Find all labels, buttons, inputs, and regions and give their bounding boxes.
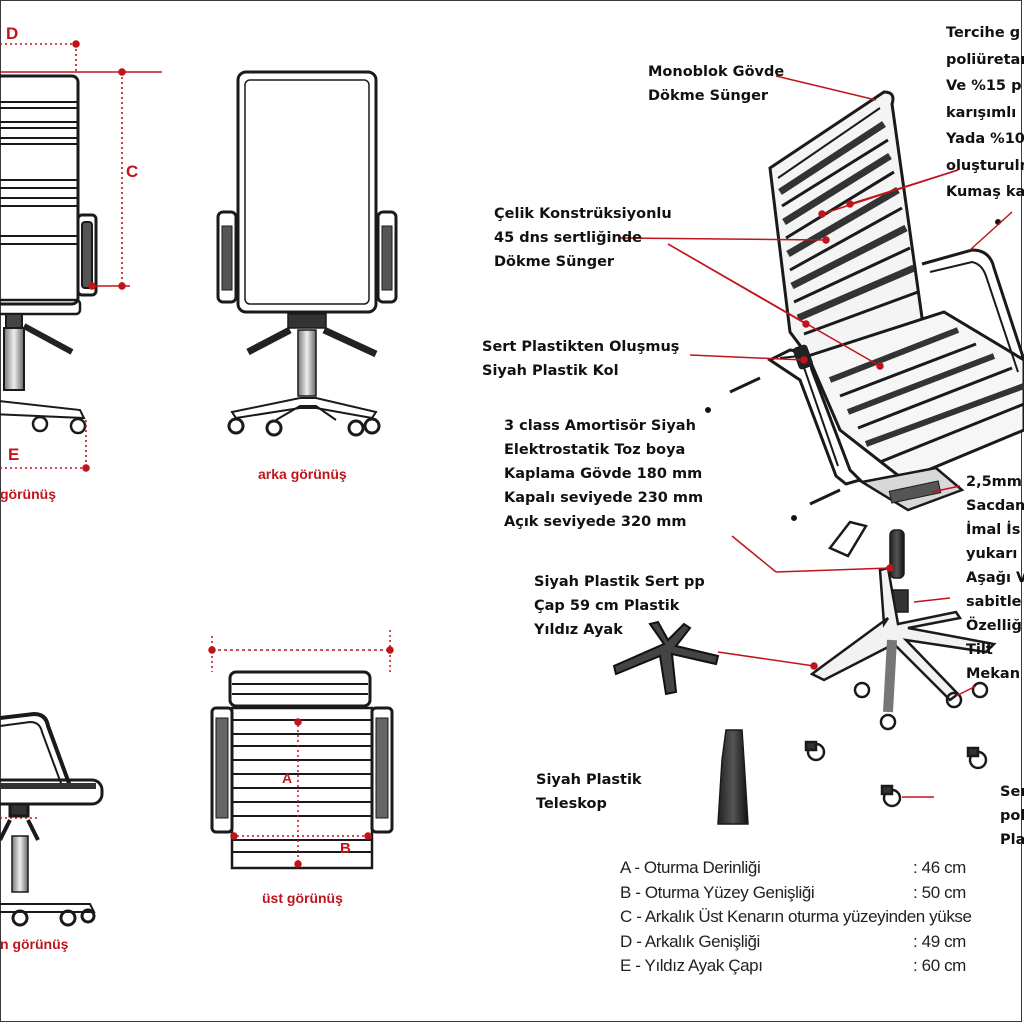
callout-line: Teleskop	[536, 796, 607, 812]
callout-line: 2,5mm	[966, 474, 1022, 490]
callout-line: yukarı	[966, 546, 1018, 562]
callout-cushion-options: Tercihe g poliüretan Ve %15 p karışımlı …	[946, 20, 1024, 206]
callout-line: Ve %15 p	[946, 78, 1022, 94]
legend-value: : 50 cm	[913, 882, 966, 902]
side-view-label: n görünüş	[0, 936, 69, 952]
callout-line: Kumaş ka	[946, 184, 1024, 200]
callout-line: Siyah Plastik Kol	[482, 363, 619, 379]
callout-line: Ser	[1000, 784, 1024, 800]
legend-value: : 46 cm	[913, 858, 966, 877]
legend-row: D - Arkalık Genişliği : 49 cm	[620, 930, 972, 955]
callout-line: poliüretan	[946, 51, 1024, 68]
top-view-chair	[210, 670, 394, 870]
legend-row: B - Oturma Yüzey Genişliği : 50 cm	[620, 881, 972, 906]
dimension-legend: A - Oturma Derinliği : 46 cm B - Oturma Y…	[620, 856, 972, 979]
callout-line: Dökme Sünger	[494, 254, 615, 270]
legend-row: A - Oturma Derinliği : 46 cm	[620, 856, 972, 881]
callout-line: Tercihe g	[946, 25, 1021, 41]
callout-line: Mekan	[966, 666, 1021, 682]
callout-line: Sert Plastikten Oluşmuş	[482, 339, 680, 355]
callout-line: Siyah Plastik Sert pp	[534, 574, 705, 590]
legend-label: C - Arkalık Üst Kenarın oturma yüzeyinde…	[620, 907, 972, 926]
callout-line: Dökme Sünger	[648, 88, 769, 104]
callout-line: Kaplama Gövde 180 mm	[504, 466, 703, 482]
front-view-chair	[0, 74, 98, 435]
callout-line: Monoblok Gövde	[648, 64, 785, 80]
callout-telescope: Siyah Plastik Teleskop	[536, 768, 642, 816]
front-view-label: görünüş	[0, 486, 56, 502]
front-view-dimensions	[0, 40, 162, 472]
callout-line: Pla	[1000, 832, 1024, 848]
callout-casters: Ser pol Pla	[1000, 780, 1024, 852]
callout-line: Sacdan	[966, 498, 1024, 514]
callout-line: Çap 59 cm Plastik	[534, 598, 680, 614]
callout-line: İmal İs	[966, 522, 1021, 538]
legend-row: C - Arkalık Üst Kenarın oturma yüzeyinde…	[620, 905, 972, 930]
callout-line: karışımlı	[946, 104, 1017, 121]
exploded-chair	[612, 90, 1024, 825]
top-view-dimensions	[208, 630, 394, 868]
legend-value: : 60 cm	[913, 956, 966, 975]
back-view-label: arka görünüş	[258, 466, 347, 482]
callout-line: Özelliğ	[966, 618, 1022, 634]
dimension-letter-b: B	[340, 840, 351, 857]
dimension-letter-d: D	[6, 24, 19, 43]
dimension-letter-c: C	[126, 162, 139, 181]
legend-label: E - Yıldız Ayak Çapı	[620, 956, 763, 975]
callout-monoblok: Monoblok Gövde Dökme Sünger	[648, 60, 784, 108]
callout-line: Tilt	[966, 642, 993, 658]
callout-line: Açık seviyede 320 mm	[504, 514, 687, 530]
callout-star-base: Siyah Plastik Sert pp Çap 59 cm Plastik …	[534, 570, 705, 642]
callout-line: 3 class Amortisör Siyah	[504, 418, 696, 434]
callout-line: Elektrostatik Toz boya	[504, 442, 686, 458]
legend-label: A - Oturma Derinliği	[620, 858, 761, 877]
legend-label: B - Oturma Yüzey Genişliği	[620, 882, 815, 902]
side-view-chair	[0, 711, 104, 927]
callout-line: Çelik Konstrüksiyonlu	[494, 206, 672, 222]
callout-line: Aşağı V	[966, 570, 1024, 586]
legend-row: E - Yıldız Ayak Çapı : 60 cm	[620, 954, 972, 979]
callout-line: 45 dns sertliğinde	[494, 230, 642, 246]
callout-line: sabitle	[966, 594, 1022, 610]
dimension-letter-e: E	[8, 445, 20, 464]
legend-value: : 49 cm	[913, 931, 966, 951]
callout-line: oluşturulm	[946, 157, 1024, 174]
top-view-label: üst görünüş	[262, 890, 343, 906]
callout-line: Yıldız Ayak	[534, 622, 623, 638]
callout-tilt-mechanism: 2,5mm Sacdan İmal İs yukarı Aşağı V sabi…	[966, 470, 1024, 686]
callout-gas-lift: 3 class Amortisör Siyah Elektrostatik To…	[504, 414, 703, 534]
callout-steel-construction: Çelik Konstrüksiyonlu 45 dns sertliğinde…	[494, 202, 672, 274]
callout-line: Yada %10	[946, 131, 1024, 147]
legend-label: D - Arkalık Genişliği	[620, 931, 760, 951]
callout-armrest: Sert Plastikten Oluşmuş Siyah Plastik Ko…	[482, 335, 679, 383]
callout-line: Siyah Plastik	[536, 772, 642, 788]
callout-line: Kapalı seviyede 230 mm	[504, 490, 704, 506]
back-view-chair	[216, 70, 398, 437]
callout-leader-lines	[619, 75, 1013, 798]
dimension-letter-a: A	[282, 770, 293, 786]
callout-line: pol	[1000, 808, 1024, 824]
